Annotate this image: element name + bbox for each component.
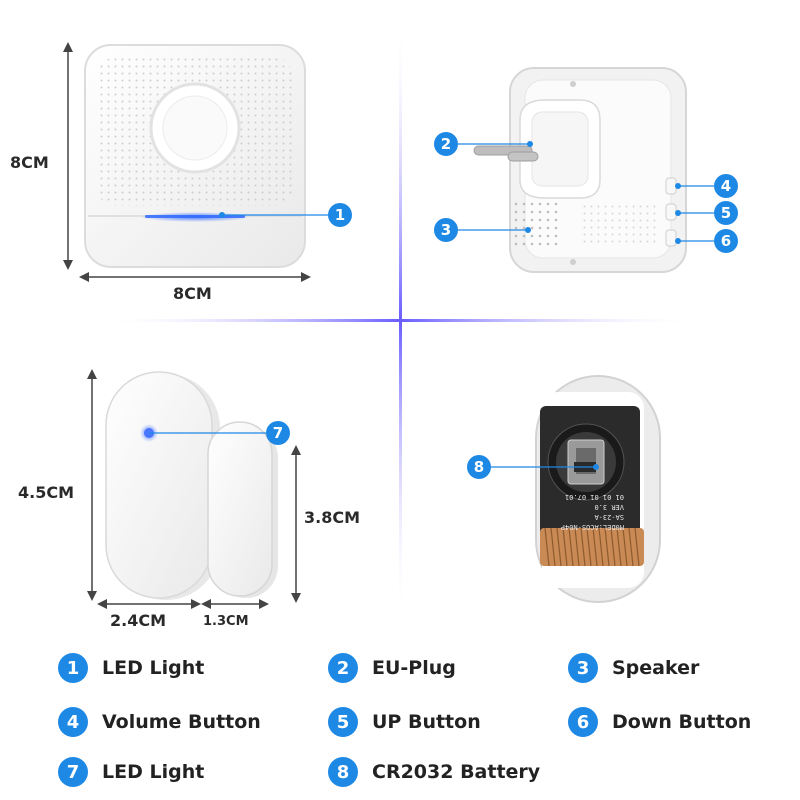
legend-label: Speaker xyxy=(612,657,700,679)
badge-1: 1 xyxy=(328,203,352,227)
badge-6: 6 xyxy=(714,229,738,253)
legend-item-eu-plug: 2 EU-Plug xyxy=(328,651,456,685)
badge-7: 7 xyxy=(266,421,290,445)
svg-text:3: 3 xyxy=(441,221,451,239)
callout-dot-6 xyxy=(675,238,681,244)
horizontal-divider xyxy=(100,319,700,322)
legend-item-up-button: 5 UP Button xyxy=(328,705,481,739)
legend-item-led-light: 1 LED Light xyxy=(58,651,204,685)
sensor-height-label: 4.5CM xyxy=(18,483,74,502)
magnet-width-label: 1.3CM xyxy=(203,614,249,629)
badge-5: 5 xyxy=(714,201,738,225)
diagram-canvas: 8CM 8CM 1 2 3 xyxy=(10,20,738,630)
pcb-text-2: SA-23-A xyxy=(594,513,624,521)
callout-dot-8 xyxy=(593,464,599,470)
callout-dot-3 xyxy=(525,227,531,233)
badge-2: 2 xyxy=(434,132,458,156)
badge-4: 4 xyxy=(714,174,738,198)
pcb-text-4: 01 01 01 07.01 xyxy=(565,493,624,501)
magnet-height-dimension xyxy=(291,445,301,603)
svg-text:5: 5 xyxy=(721,204,731,222)
receiver-back xyxy=(473,67,687,273)
legend-item-cr2032-battery: 8 CR2032 Battery xyxy=(328,755,540,789)
number-badge-icon: 6 xyxy=(568,707,598,737)
legend-item-volume-button: 4 Volume Button xyxy=(58,705,261,739)
door-sensor xyxy=(105,371,220,600)
svg-text:2: 2 xyxy=(441,135,451,153)
svg-text:7: 7 xyxy=(273,424,283,442)
sensor-width-dimension xyxy=(97,599,201,609)
legend-label: LED Light xyxy=(102,657,205,679)
svg-text:8: 8 xyxy=(474,458,484,476)
sensor-width-label: 2.4CM xyxy=(110,611,166,630)
receiver-height-dimension xyxy=(63,42,73,270)
legend-label: Volume Button xyxy=(102,711,261,733)
legend-item-led-light-sensor: 7 LED Light xyxy=(58,755,204,789)
legend-label: UP Button xyxy=(372,711,481,733)
number-badge-icon: 7 xyxy=(58,757,88,787)
magnet xyxy=(207,421,278,598)
number-badge-icon: 2 xyxy=(328,653,358,683)
receiver-width-label: 8CM xyxy=(173,284,212,303)
legend: 1 LED Light 2 EU-Plug 3 Speaker 4 Volume… xyxy=(0,645,800,800)
badge-3: 3 xyxy=(434,218,458,242)
sensor-open-view: M0DEL:ACOS-N04P SA-23-A VER 3.0 01 01 01… xyxy=(535,375,661,603)
callout-dot-4 xyxy=(675,183,681,189)
number-badge-icon: 3 xyxy=(568,653,598,683)
receiver-width-dimension xyxy=(79,272,311,282)
antenna-coil xyxy=(540,527,644,567)
number-badge-icon: 8 xyxy=(328,757,358,787)
number-badge-icon: 1 xyxy=(58,653,88,683)
badge-8: 8 xyxy=(467,455,491,479)
pcb-text-3: VER 3.0 xyxy=(594,503,624,511)
magnet-height-label: 3.8CM xyxy=(304,508,360,527)
pcb-text-1: M0DEL:ACOS-N04P xyxy=(561,523,624,531)
number-badge-icon: 5 xyxy=(328,707,358,737)
magnet-width-dimension xyxy=(201,599,269,609)
legend-label: EU-Plug xyxy=(372,657,456,679)
sensor-height-dimension xyxy=(87,369,97,601)
callout-dot-5 xyxy=(675,210,681,216)
receiver-front xyxy=(84,44,306,268)
legend-label: Down Button xyxy=(612,711,752,733)
legend-label: CR2032 Battery xyxy=(372,761,541,783)
callout-dot-1 xyxy=(219,212,225,218)
callout-dot-2 xyxy=(527,141,533,147)
legend-item-speaker: 3 Speaker xyxy=(568,651,699,685)
svg-text:1: 1 xyxy=(335,206,345,224)
svg-text:6: 6 xyxy=(721,232,731,250)
legend-label: LED Light xyxy=(102,761,205,783)
legend-item-down-button: 6 Down Button xyxy=(568,705,751,739)
number-badge-icon: 4 xyxy=(58,707,88,737)
receiver-height-label: 8CM xyxy=(10,153,49,172)
svg-text:4: 4 xyxy=(721,177,731,195)
